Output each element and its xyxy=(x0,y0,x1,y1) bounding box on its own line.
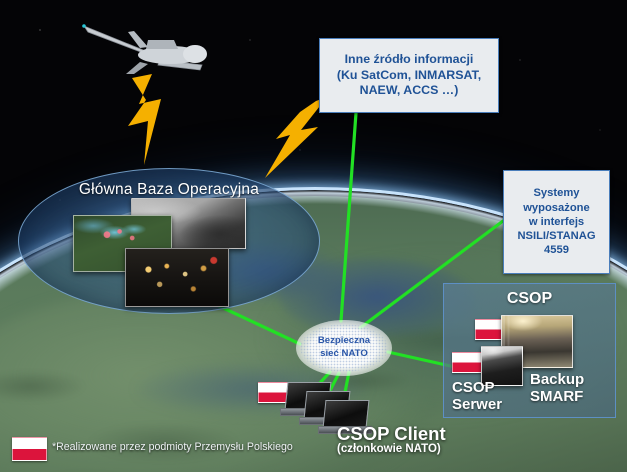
callout-other-line-3: NAEW, ACCS …) xyxy=(359,83,459,98)
callout-nsili-stanag-systems[interactable]: Systemy wyposażone w interfejs NSILI/STA… xyxy=(503,170,610,274)
callout-systems-line-5: 4559 xyxy=(544,244,569,257)
node-glow xyxy=(296,320,392,376)
node-label: Bezpieczna sieć NATO xyxy=(296,320,392,376)
backup-smarf-label: Backup SMARF xyxy=(530,371,585,405)
poland-flag-client xyxy=(258,382,288,403)
lightning-bolt-other-sources xyxy=(265,97,327,178)
callout-other-line-2: (Ku SatCom, INMARSAT, xyxy=(336,67,482,82)
callout-systems-line-1: Systemy xyxy=(533,187,580,200)
operations-room-photo-thumbnail[interactable] xyxy=(125,248,229,307)
csop-client-label: CSOP Client (członkowie NATO) xyxy=(337,423,446,456)
uav-engine xyxy=(146,40,178,49)
callout-other-information-sources[interactable]: Inne źródło informacji (Ku SatCom, INMAR… xyxy=(319,38,499,113)
csop-panel[interactable]: CSOP CSOP Serwer Backup SMARF xyxy=(443,283,616,418)
callout-other-line-1: Inne źródło informacji xyxy=(344,51,474,66)
uav-light xyxy=(82,24,86,28)
poland-flag-footnote xyxy=(12,437,47,461)
laptop-3-base xyxy=(318,426,372,434)
csop-client-subtitle: (członkowie NATO) xyxy=(337,443,441,456)
uav-tail-fin-lower xyxy=(126,62,148,74)
node-label-line-1: Bezpieczna xyxy=(317,335,371,347)
secure-nato-network-node[interactable]: Bezpieczna sieć NATO xyxy=(296,320,392,376)
csop-server-label: CSOP Serwer xyxy=(452,379,503,413)
callout-systems-line-4: NSILI/STANAG xyxy=(517,230,596,243)
callout-systems-line-3: w interfejs xyxy=(528,215,585,228)
node-dot-pattern xyxy=(300,324,388,372)
uav-nose xyxy=(183,45,207,63)
footnote-text: *Realizowane przez podmioty Przemysłu Po… xyxy=(52,441,293,453)
csop-panel-title: CSOP xyxy=(506,290,553,307)
poland-flag-server xyxy=(452,352,483,373)
csop-client-title: CSOP Client xyxy=(337,423,446,444)
main-operating-base-label: Główna Baza Operacyjna xyxy=(78,181,260,198)
link-node-to-other-sources xyxy=(339,111,358,323)
uav-tail-fin-upper xyxy=(128,31,148,48)
server-rack-image[interactable] xyxy=(481,346,523,386)
node-label-line-2: sieć NATO xyxy=(320,348,368,359)
lightning-bolt-uav xyxy=(128,74,161,165)
callout-systems-line-2: wyposażone xyxy=(523,201,590,214)
link-node-to-systems xyxy=(358,219,505,330)
wireless-links xyxy=(128,74,327,178)
